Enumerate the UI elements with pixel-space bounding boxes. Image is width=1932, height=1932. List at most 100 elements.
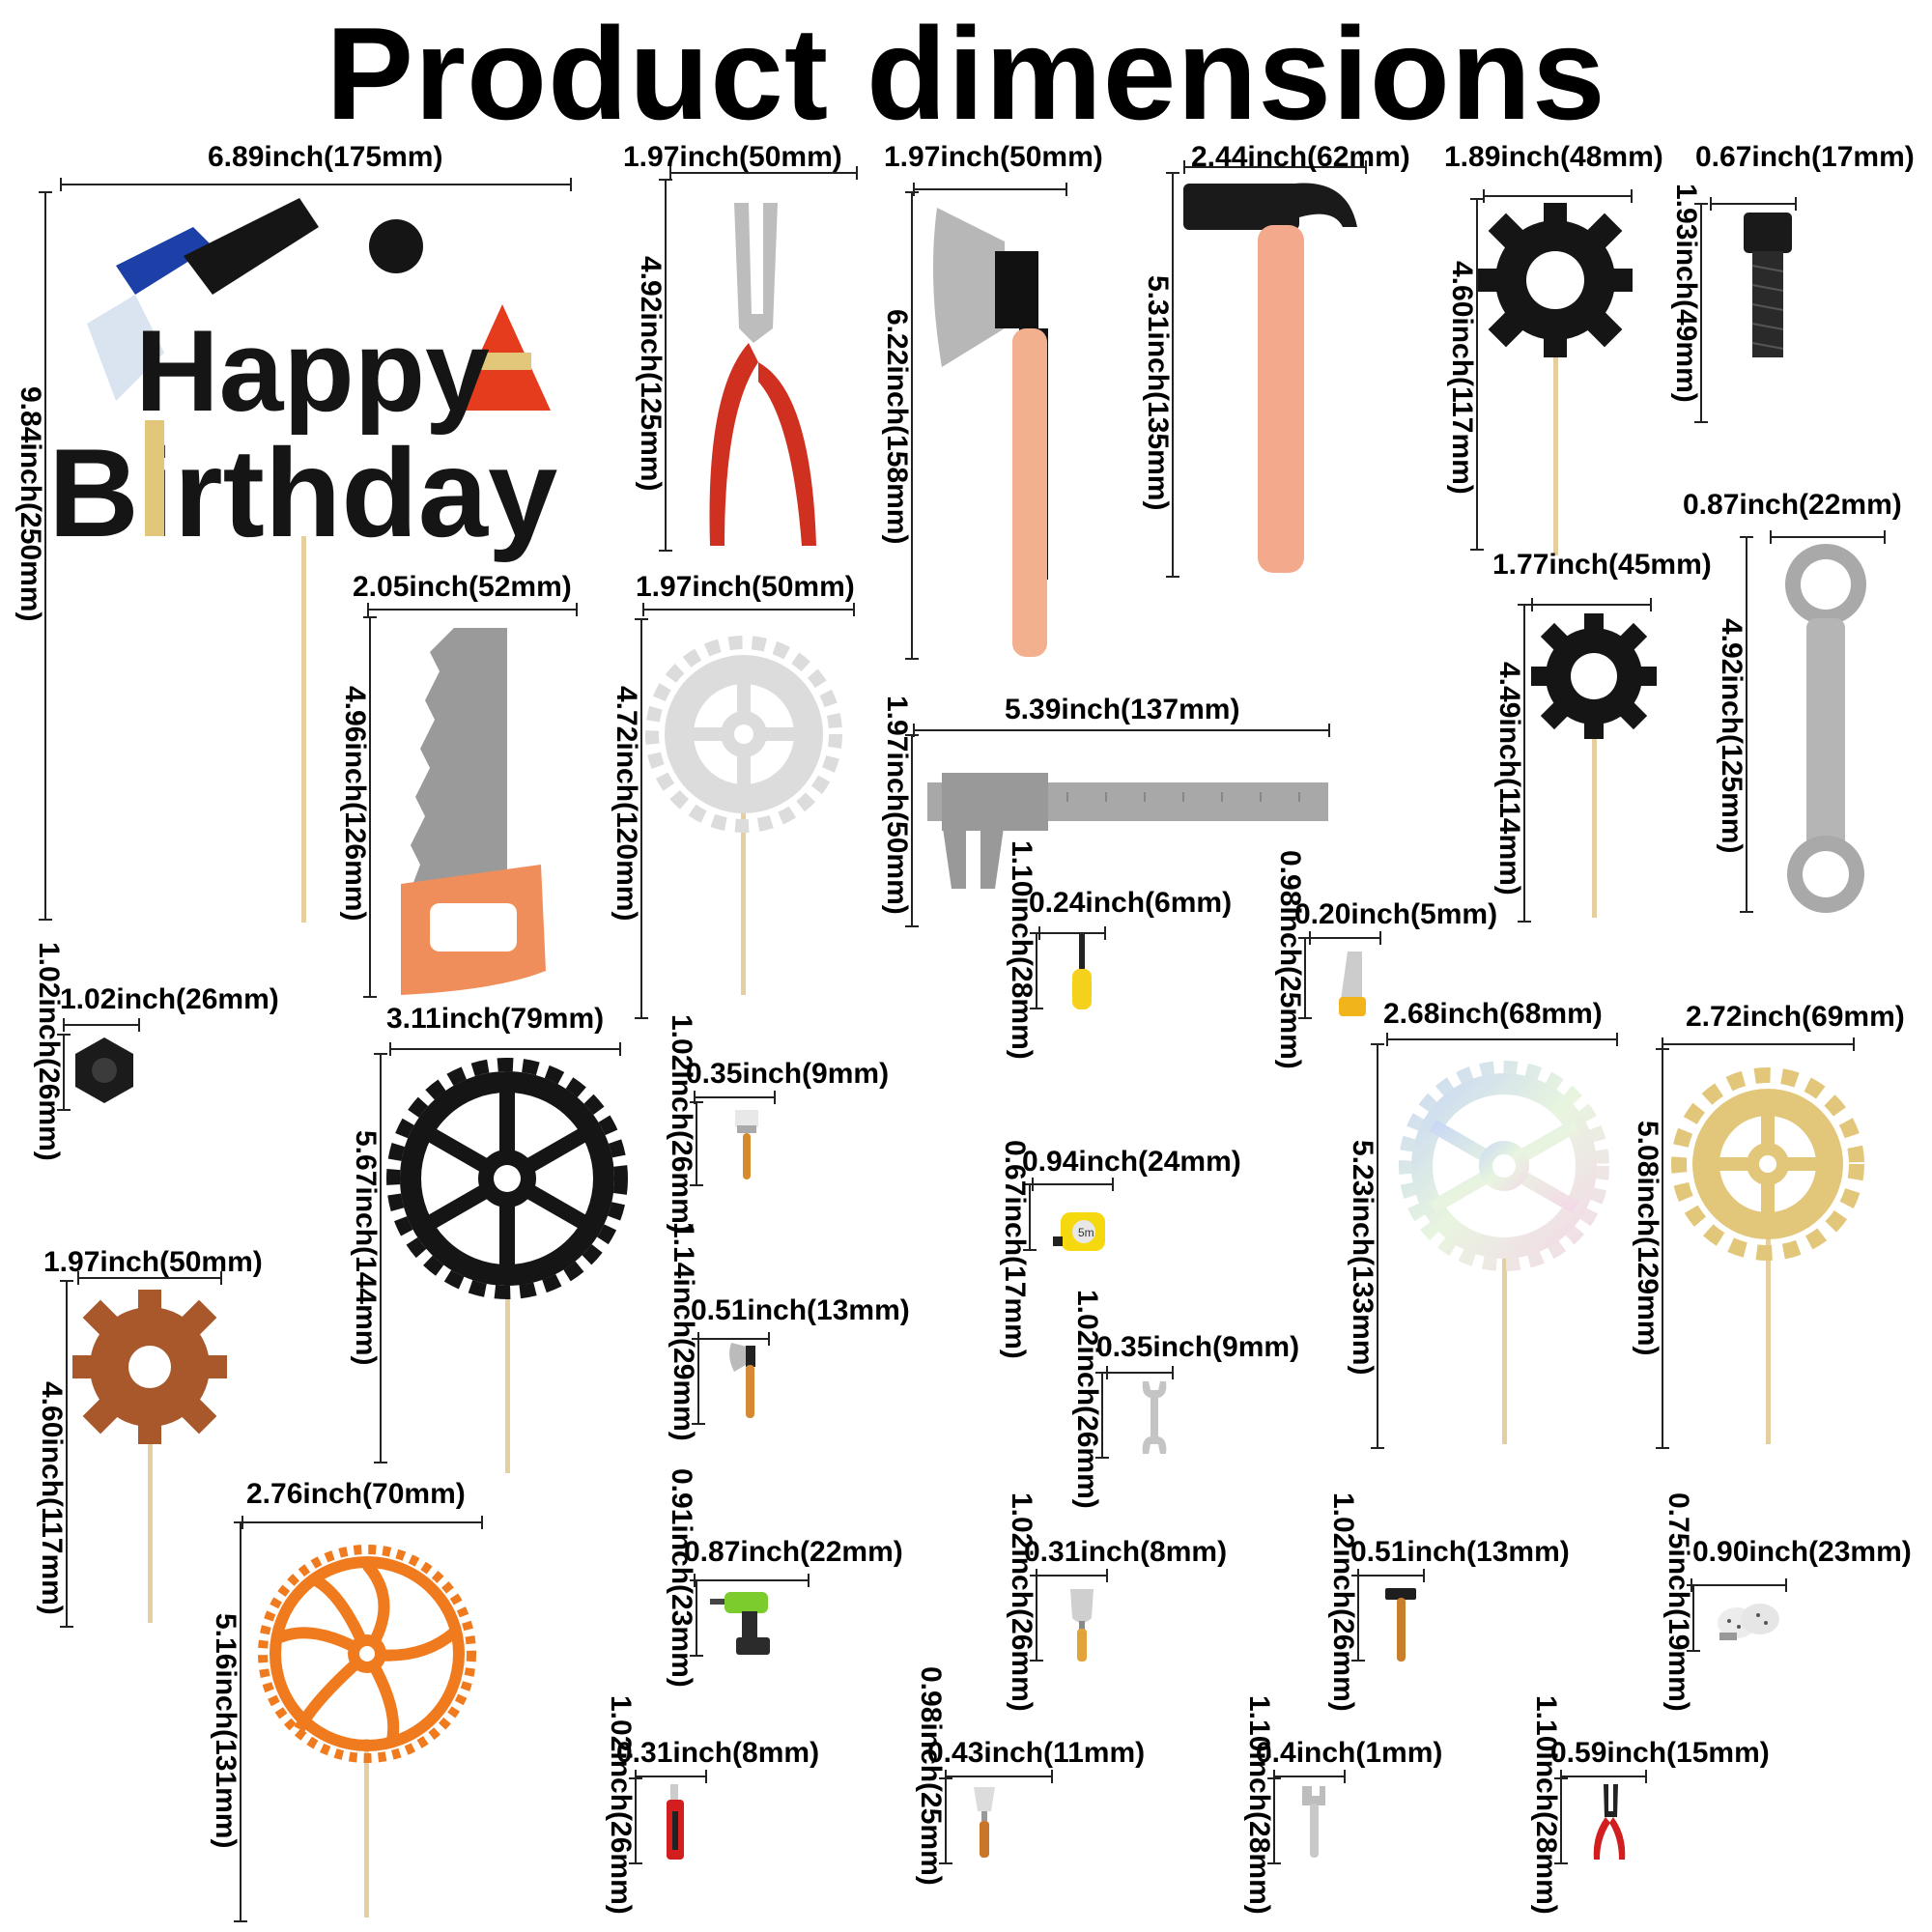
black-gear-1-height-line bbox=[1470, 198, 1484, 551]
wrench-mini-image bbox=[1142, 1381, 1167, 1454]
trowel-mini-width-label: 0.31inch(8mm) bbox=[1024, 1536, 1228, 1568]
black-spoked-gear-height-line bbox=[374, 1053, 387, 1463]
nut-height-label: 1.02inch(26mm) bbox=[33, 942, 65, 1161]
cake-topper-width-label: 6.89inch(175mm) bbox=[208, 141, 443, 173]
black-gear-1-image bbox=[1478, 203, 1633, 555]
axe-image bbox=[933, 208, 1048, 657]
nut-image bbox=[75, 1037, 133, 1103]
gold-gear-image bbox=[1671, 1067, 1864, 1444]
saw-width-line bbox=[367, 603, 578, 616]
black-gear-1-height-label: 4.60inch(117mm) bbox=[1446, 261, 1478, 495]
holo-gear-width-line bbox=[1386, 1033, 1618, 1046]
axe-width-label: 1.97inch(50mm) bbox=[884, 141, 1103, 173]
axe-height-label: 6.22inch(158mm) bbox=[881, 309, 913, 545]
screwdriver-mini-image bbox=[1072, 932, 1092, 1009]
nut-height-line bbox=[57, 1034, 71, 1111]
black-spoked-gear-width-line bbox=[389, 1042, 621, 1056]
tape-mini-height-label: 0.67inch(17mm) bbox=[999, 1140, 1031, 1359]
hammer-mini-width-line bbox=[1357, 1569, 1425, 1582]
gloves-mini-height-line bbox=[1687, 1584, 1700, 1652]
pliers-mini-height-label: 1.10inch(28mm) bbox=[1530, 1695, 1562, 1915]
saw-mini-height-line bbox=[1298, 937, 1312, 1019]
holo-gear-width-label: 2.68inch(68mm) bbox=[1383, 998, 1603, 1030]
pliers-height-label: 4.92inch(125mm) bbox=[635, 256, 667, 492]
nut-width-label: 1.02inch(26mm) bbox=[60, 983, 279, 1015]
tape-mini-height-line bbox=[1023, 1183, 1037, 1251]
screwdriver-mini-height-line bbox=[1030, 932, 1043, 1009]
orange-gear-width-label: 2.76inch(70mm) bbox=[246, 1478, 466, 1510]
gold-gear-height-line bbox=[1656, 1048, 1669, 1449]
axe-height-line bbox=[905, 191, 919, 660]
pliers-mini-width-line bbox=[1560, 1770, 1647, 1783]
gloves-mini-image bbox=[1718, 1604, 1779, 1640]
adj-wrench-mini-width-label: 0.4inch(1mm) bbox=[1256, 1737, 1443, 1769]
scraper-mini-width-label: 0.43inch(11mm) bbox=[927, 1737, 1146, 1769]
black-gear-1-width-line bbox=[1483, 189, 1633, 203]
cake-topper-height-line bbox=[39, 191, 52, 921]
copper-gear-width-label: 1.97inch(50mm) bbox=[43, 1246, 263, 1278]
trowel-mini-height-label: 1.02inch(26mm) bbox=[1006, 1492, 1037, 1712]
nut-width-line bbox=[63, 1018, 140, 1032]
axe-mini-height-line bbox=[692, 1338, 705, 1425]
holo-gear-image bbox=[1399, 1061, 1609, 1444]
drill-mini-width-label: 0.87inch(22mm) bbox=[684, 1536, 903, 1568]
scraper-mini-height-label: 0.98inch(25mm) bbox=[915, 1666, 947, 1886]
pliers-mini-image bbox=[1593, 1784, 1626, 1860]
saw-mini-image bbox=[1339, 952, 1366, 1016]
saw-mini-height-label: 0.98inch(25mm) bbox=[1274, 850, 1306, 1069]
brush-mini-width-label: 0.35inch(9mm) bbox=[686, 1058, 890, 1090]
tape-mini-text: 5m bbox=[1078, 1226, 1094, 1239]
hammer-height-line bbox=[1166, 172, 1179, 578]
orange-gear-width-line bbox=[242, 1516, 483, 1529]
pliers-width-label: 1.97inch(50mm) bbox=[623, 141, 842, 173]
saw-width-label: 2.05inch(52mm) bbox=[353, 571, 572, 603]
silver-gear-height-line bbox=[635, 618, 648, 1019]
pliers-image bbox=[709, 203, 816, 546]
saw-height-line bbox=[363, 616, 377, 998]
hammer-mini-height-label: 1.02inch(26mm) bbox=[1327, 1492, 1359, 1712]
trowel-mini-height-line bbox=[1030, 1575, 1043, 1662]
adj-wrench-mini-image bbox=[1302, 1786, 1325, 1858]
caliper-image bbox=[927, 773, 1328, 889]
silver-gear-width-line bbox=[642, 603, 855, 616]
hammer-width-line bbox=[1183, 160, 1367, 174]
copper-gear-height-line bbox=[60, 1280, 73, 1628]
orange-gear-height-label: 5.16inch(131mm) bbox=[210, 1613, 242, 1849]
pliers-mini-width-label: 0.59inch(15mm) bbox=[1550, 1737, 1770, 1769]
bolt-image bbox=[1744, 213, 1792, 357]
silver-gear-height-label: 4.72inch(120mm) bbox=[611, 686, 642, 922]
gloves-mini-width-label: 0.90inch(23mm) bbox=[1692, 1536, 1912, 1568]
bolt-height-line bbox=[1694, 203, 1708, 423]
cake-topper-width-line bbox=[60, 178, 572, 191]
gold-gear-height-label: 5.08inch(129mm) bbox=[1632, 1121, 1663, 1356]
axe-mini-image bbox=[729, 1343, 755, 1418]
saw-mini-width-label: 0.20inch(5mm) bbox=[1294, 898, 1498, 930]
wrench-image bbox=[1785, 544, 1866, 913]
tape-mini-image: 5m bbox=[1053, 1212, 1105, 1251]
black-gear-2-image bbox=[1531, 613, 1657, 918]
wrench-width-line bbox=[1770, 530, 1886, 544]
screwdriver-mini-height-label: 1.10inch(28mm) bbox=[1006, 840, 1037, 1060]
black-gear-2-height-label: 4.49inch(114mm) bbox=[1493, 662, 1525, 895]
caliper-width-line bbox=[913, 724, 1330, 737]
holo-gear-height-line bbox=[1371, 1043, 1384, 1449]
copper-gear-height-label: 4.60inch(117mm) bbox=[36, 1381, 68, 1615]
tape-mini-width-label: 0.94inch(24mm) bbox=[1022, 1146, 1241, 1178]
adj-wrench-mini-height-label: 1.10inch(28mm) bbox=[1243, 1695, 1275, 1915]
black-spoked-gear-height-label: 5.67inch(144mm) bbox=[350, 1130, 382, 1366]
drill-mini-image bbox=[710, 1592, 770, 1655]
wrench-mini-height-label: 1.02inch(26mm) bbox=[1071, 1290, 1103, 1509]
cake-topper-text-birthday: Birthday bbox=[48, 422, 557, 563]
cake-topper-text-happy: Happy bbox=[135, 306, 490, 436]
pliers-mini-height-line bbox=[1554, 1777, 1568, 1864]
tape-mini-width-line bbox=[1032, 1178, 1114, 1191]
adj-wrench-mini-height-line bbox=[1267, 1777, 1281, 1864]
caliper-height-line bbox=[905, 734, 919, 927]
cake-topper-height-label: 9.84inch(250mm) bbox=[14, 386, 46, 622]
copper-gear-width-line bbox=[77, 1271, 222, 1285]
scraper-mini-height-line bbox=[939, 1777, 952, 1864]
trowel-mini-width-line bbox=[1036, 1569, 1108, 1582]
saw-image bbox=[401, 628, 546, 995]
drill-mini-height-line bbox=[690, 1579, 703, 1657]
bolt-width-line bbox=[1710, 197, 1797, 211]
